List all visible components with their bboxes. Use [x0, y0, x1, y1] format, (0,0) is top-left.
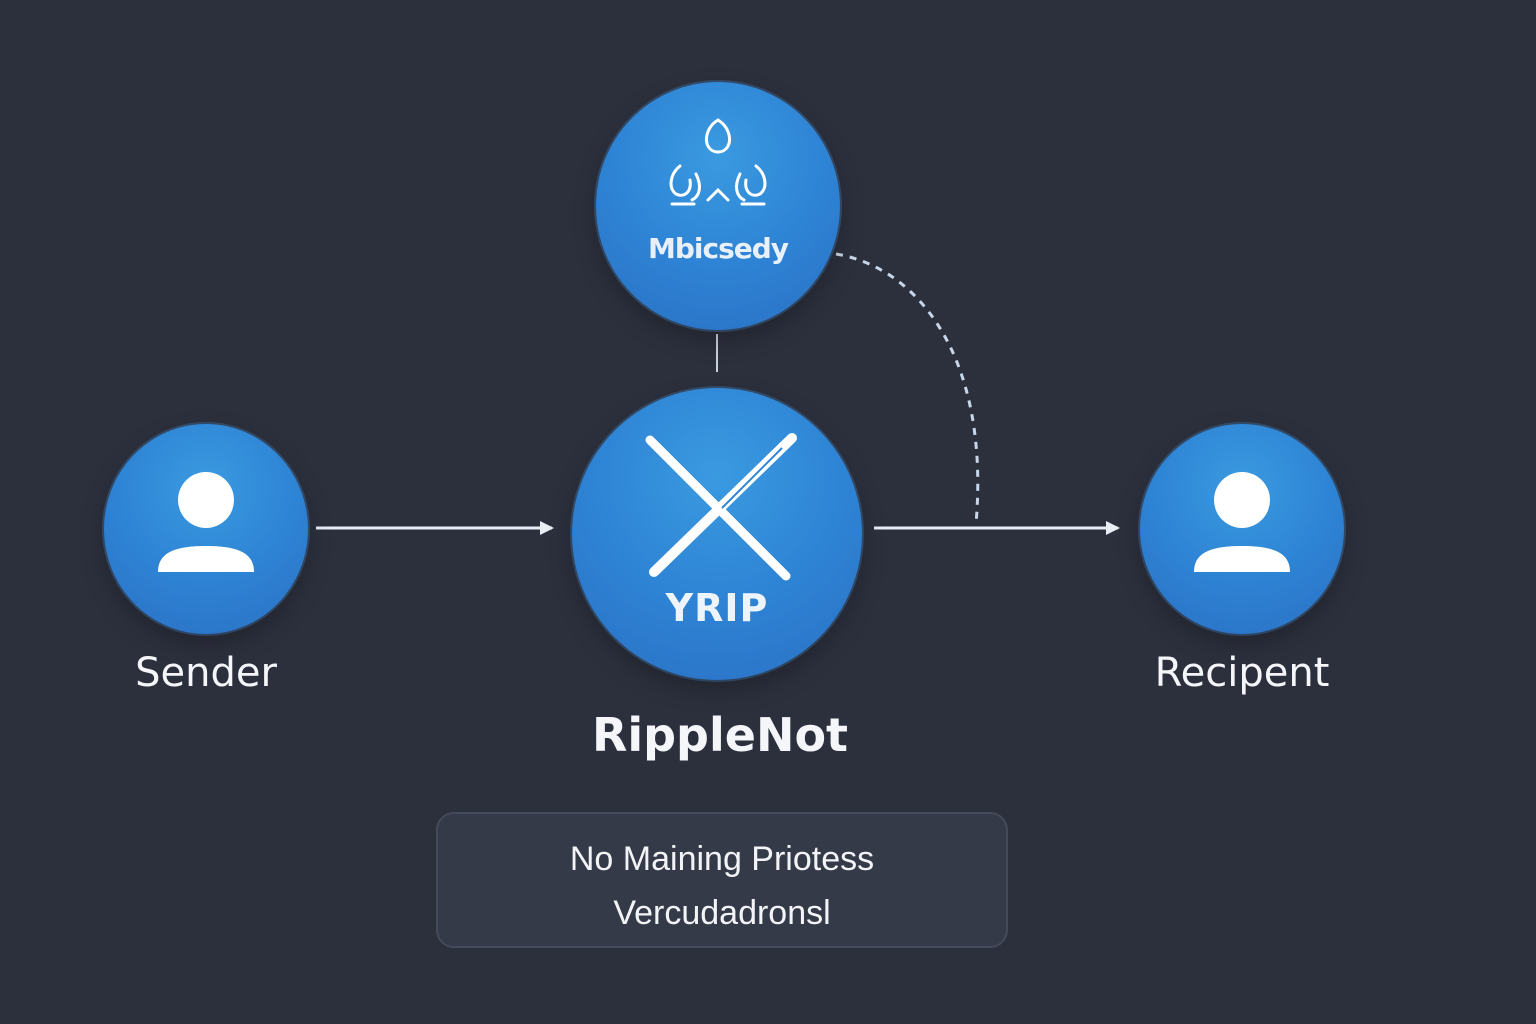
- validator-node[interactable]: Mbicsedy: [596, 82, 840, 330]
- validator-cluster-icon: [669, 118, 767, 206]
- validator-dashed-curve: [835, 252, 980, 525]
- xrp-x-icon: [645, 433, 797, 581]
- sender-label: Sender: [135, 650, 277, 696]
- user-icon: [158, 472, 254, 572]
- recipient-label: Recipent: [1154, 650, 1330, 696]
- recipient-node[interactable]: [1140, 424, 1344, 634]
- info-box: No Maining Priotess Vercudadronsl: [436, 812, 1008, 948]
- ripple-network-node[interactable]: YRIP: [572, 388, 862, 680]
- validator-node-text: Mbicsedy: [647, 232, 789, 265]
- ripple-node-text: YRIP: [665, 586, 769, 630]
- user-icon: [1194, 472, 1290, 572]
- sender-node[interactable]: [104, 424, 308, 634]
- info-box-line-1: No Maining Priotess: [569, 840, 875, 878]
- network-label: RippleNot: [591, 708, 849, 762]
- info-box-line-2: Vercudadronsl: [613, 894, 831, 932]
